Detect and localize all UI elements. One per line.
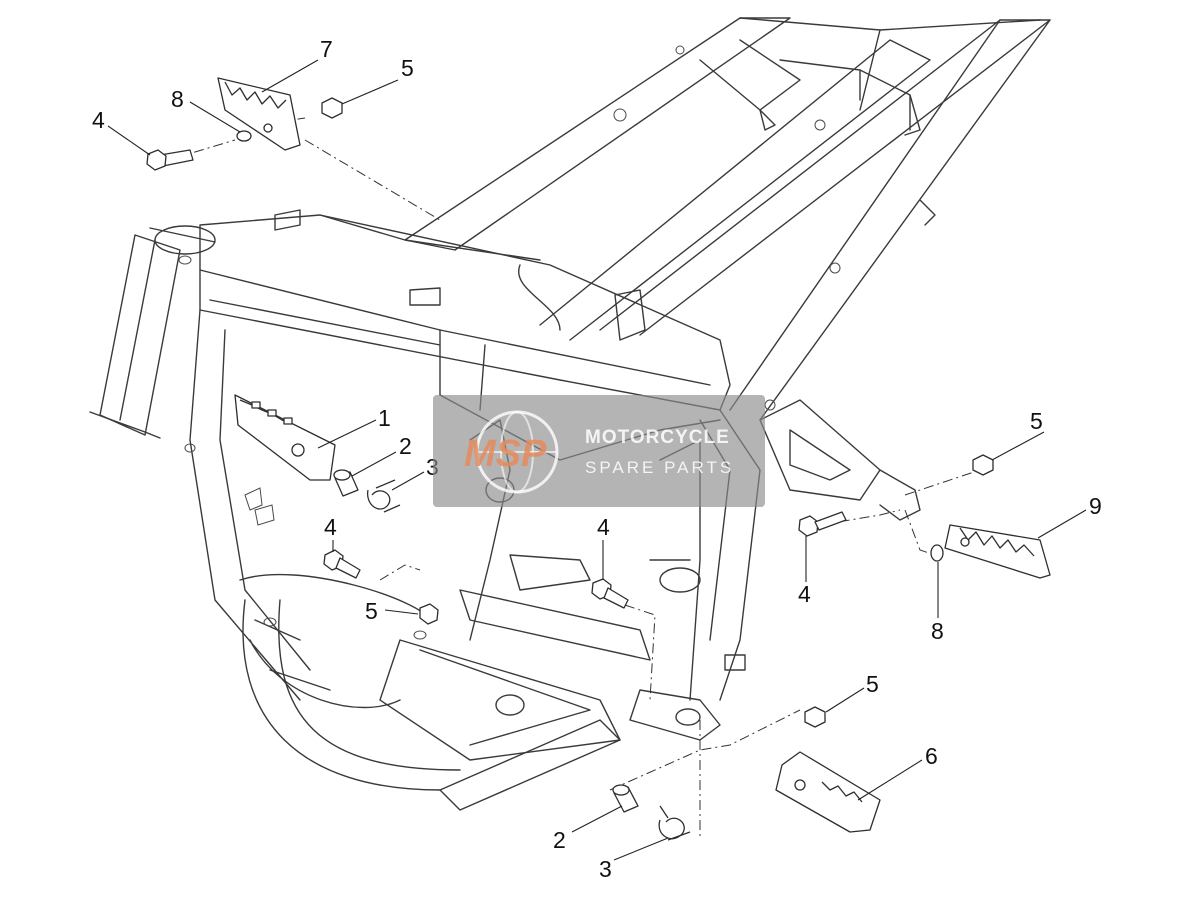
callout-1: 1 xyxy=(378,405,391,431)
callout-2-upper: 2 xyxy=(399,433,412,459)
callout-5-lower-right: 5 xyxy=(866,671,879,697)
nut-lower-right xyxy=(804,706,826,728)
callout-4-right: 4 xyxy=(798,581,811,607)
callout-6: 6 xyxy=(925,743,938,769)
motorcycle-frame xyxy=(89,17,1051,811)
callout-3-lower: 3 xyxy=(599,856,612,882)
pin-upper xyxy=(333,469,359,497)
bolt-center xyxy=(591,578,629,609)
bolt-right xyxy=(798,511,847,537)
callout-numbers: 7 5 8 4 1 2 3 4 5 4 5 9 4 8 5 6 2 3 xyxy=(92,36,1102,882)
bolt-upper-left xyxy=(146,149,194,171)
callout-4-mid-left: 4 xyxy=(324,514,337,540)
callout-7: 7 xyxy=(320,36,333,62)
bolt-mid-left xyxy=(323,549,361,579)
washer-upper-left xyxy=(236,130,252,142)
spring-lower xyxy=(658,805,691,841)
washer-right xyxy=(930,544,944,562)
nut-upper xyxy=(321,97,343,119)
footpeg-left-lower xyxy=(234,394,336,481)
pin-lower xyxy=(612,784,639,813)
spring-upper xyxy=(367,479,401,513)
watermark-line1: MOTORCYCLE xyxy=(585,427,730,448)
watermark-logo: MSP xyxy=(464,433,547,475)
footpeg-left-upper xyxy=(217,77,301,151)
callout-2-lower: 2 xyxy=(553,827,566,853)
callout-5-mid-left: 5 xyxy=(365,598,378,624)
callout-4-center: 4 xyxy=(597,514,610,540)
watermark-line2: SPARE PARTS xyxy=(585,458,734,477)
nut-mid-left xyxy=(419,603,439,625)
footpeg-lower-right xyxy=(775,751,881,833)
leader-lines xyxy=(107,59,1087,861)
callout-8-right: 8 xyxy=(931,618,944,644)
callout-9: 9 xyxy=(1089,493,1102,519)
callout-5-right: 5 xyxy=(1030,408,1043,434)
footpeg-right xyxy=(944,524,1051,579)
callout-5-upper: 5 xyxy=(401,55,414,81)
watermark: MSP MOTORCYCLE SPARE PARTS xyxy=(433,395,765,507)
nut-right xyxy=(972,454,994,476)
callout-4-upper-left: 4 xyxy=(92,107,105,133)
callout-8-upper: 8 xyxy=(171,86,184,112)
watermark-background xyxy=(433,395,765,507)
